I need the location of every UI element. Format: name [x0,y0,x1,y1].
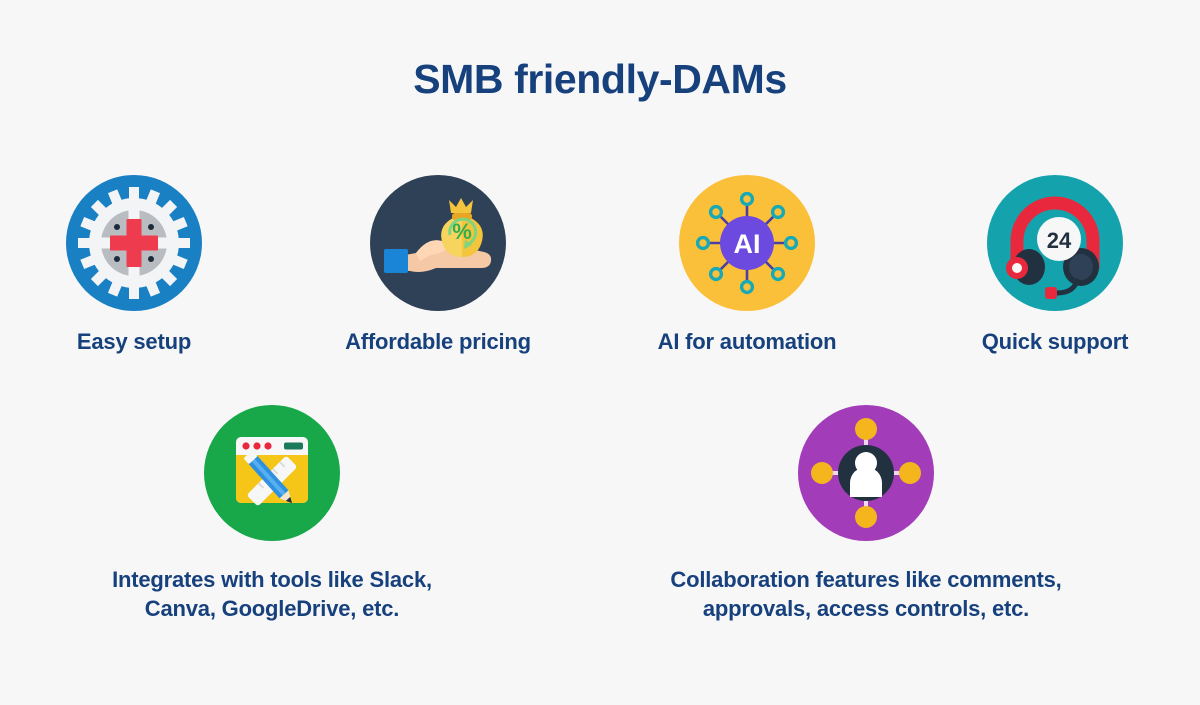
feature-label: Integrates with tools like Slack, Canva,… [112,567,432,622]
feature-label: Easy setup [76,329,192,354]
hand-money-bag-icon: % [370,175,506,311]
feature-easy-setup[interactable]: Easy setup [34,175,234,356]
feature-collaboration[interactable]: Collaboration features like comments, ap… [616,405,1116,623]
headset-24-support-icon: 24 [987,175,1123,311]
feature-label: Collaboration features like comments, ap… [670,567,1062,622]
svg-text:AI: AI [734,229,761,259]
feature-label: Affordable pricing [345,329,531,354]
page-title: SMB friendly-DAMs [413,56,787,102]
user-network-collaboration-icon [798,405,934,541]
svg-text:24: 24 [1047,228,1072,253]
feature-quick-support[interactable]: 24 Quick support [955,175,1155,356]
browser-design-tools-icon [204,405,340,541]
ai-network-node-icon: AI [679,175,815,311]
feature-affordable-pricing[interactable]: % Affordable pricing [318,175,558,356]
gear-crosshair-icon [66,175,202,311]
svg-text:%: % [452,219,472,244]
feature-label: AI for automation [657,329,837,354]
feature-ai-automation[interactable]: AI AI for automation [627,175,867,356]
feature-label: Quick support [981,329,1129,354]
feature-integrations[interactable]: Integrates with tools like Slack, Canva,… [72,405,472,623]
